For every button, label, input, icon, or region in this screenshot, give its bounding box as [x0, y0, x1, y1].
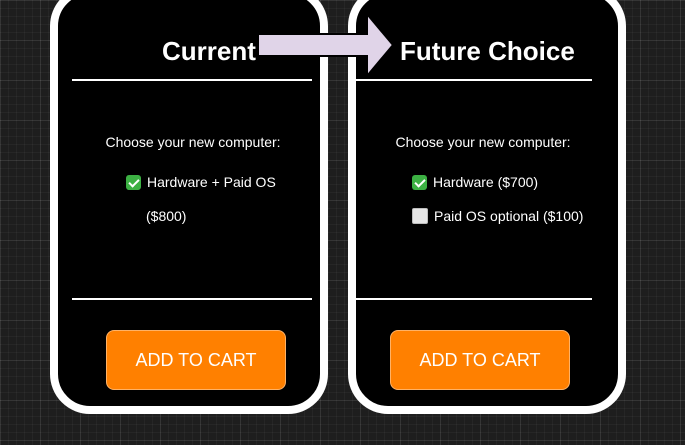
future-divider-top: [356, 79, 592, 81]
checked-checkbox-icon: [412, 175, 427, 190]
future-card: Future Choice Choose your new computer: …: [348, 0, 626, 414]
future-option-paid-os-label: Paid OS optional ($100): [434, 208, 584, 224]
current-add-to-cart-button[interactable]: ADD TO CART: [106, 330, 286, 390]
future-option-paid-os[interactable]: Paid OS optional ($100): [412, 208, 583, 224]
future-add-to-cart-button[interactable]: ADD TO CART: [390, 330, 570, 390]
future-option-hardware[interactable]: Hardware ($700): [412, 174, 538, 190]
current-divider-top: [72, 79, 312, 81]
future-option-hardware-label: Hardware ($700): [433, 174, 539, 190]
unchecked-checkbox-icon: [412, 208, 428, 224]
current-option-label: Hardware + Paid OS: [147, 174, 276, 190]
current-prompt: Choose your new computer:: [105, 134, 281, 150]
future-title: Future Choice: [400, 36, 575, 66]
future-divider-bottom: [356, 298, 592, 300]
checked-checkbox-icon: [126, 175, 141, 190]
current-divider-bottom: [72, 298, 312, 300]
right-arrow-icon: [257, 12, 395, 78]
current-option[interactable]: Hardware + Paid OS: [126, 174, 276, 190]
current-option-price: ($800): [146, 208, 187, 224]
current-title: Current: [162, 36, 256, 66]
future-prompt: Choose your new computer:: [395, 134, 571, 150]
current-card: Current Choose your new computer: Hardwa…: [50, 0, 328, 414]
